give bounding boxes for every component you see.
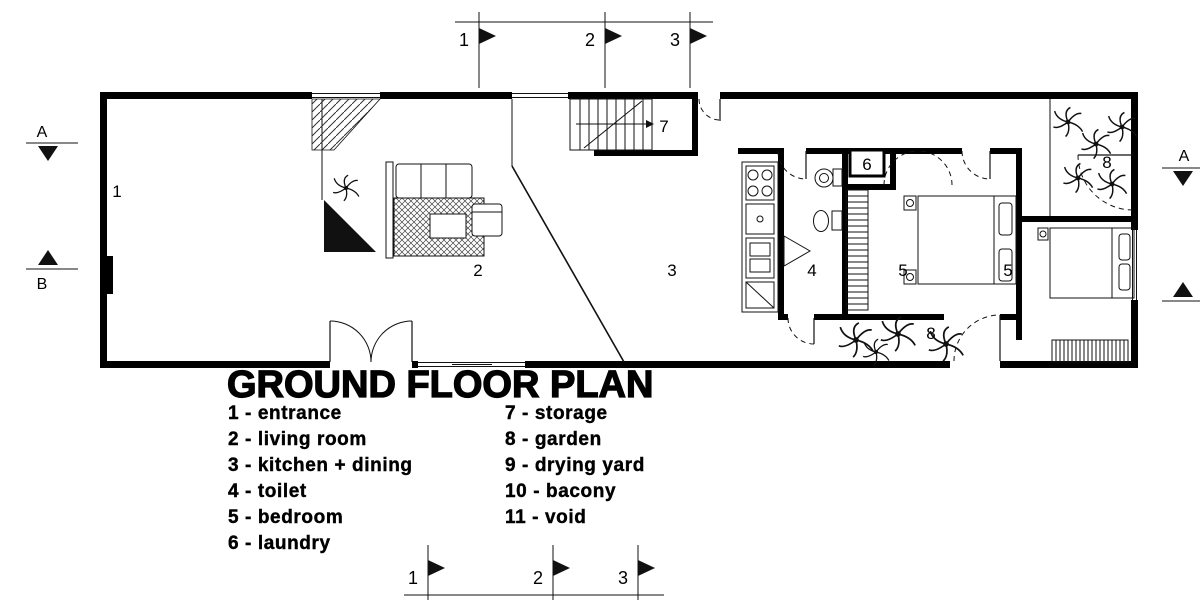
room-label-storage: 7 [659,117,668,136]
windows-and-partitions [312,93,1137,367]
door-leaves [329,99,1133,362]
toilet-fixtures [783,168,843,267]
room-label-garden-top: 8 [1102,153,1111,172]
laundry-number-box [848,148,886,178]
legend-item-entrance: 1 - entrance [228,403,342,424]
section-flag-icon [553,560,570,576]
section-arrow-icon [1173,282,1193,297]
section-marker-bottom-2: 2 [533,568,543,588]
plant-icon [332,174,360,202]
section-flag-icon [638,560,655,576]
section-arrow-icon [38,250,58,265]
section-markers-left: A B [26,124,78,293]
section-marker-top-3: 3 [670,30,680,50]
interior-walls [594,99,1138,340]
legend-right-column: 7 - storage 8 - garden 9 - drying yard 1… [505,401,645,531]
section-marker-right-a: A [1179,148,1190,165]
legend-item-void: 11 - void [505,507,587,528]
legend-item-toilet: 4 - toilet [228,481,307,502]
section-marker-top-2: 2 [585,30,595,50]
plant-icon [1062,162,1094,194]
bed-1 [903,195,1017,285]
room-label-garden-bottom: 8 [926,324,935,343]
section-markers-bottom: 1 2 3 [404,545,664,600]
legend-item-living-room: 2 - living room [228,429,367,450]
section-flag-icon [479,28,496,44]
hatched-void-area [311,98,381,151]
section-marker-top-1: 1 [459,30,469,50]
outer-walls [100,92,1138,368]
room-label-living-room: 2 [473,261,482,280]
legend-item-kitchen-dining: 3 - kitchen + dining [228,455,413,476]
kitchen-counter [741,161,779,313]
entrance-triangle [324,200,376,252]
section-marker-left-a: A [37,124,48,141]
sofa-set [395,163,503,239]
room-label-laundry: 6 [862,155,871,174]
legend-item-storage: 7 - storage [505,403,608,424]
section-marker-left-b: B [37,276,48,293]
section-arrow-icon [38,146,58,161]
plant-icon [1096,168,1128,200]
plan-title: GROUND FLOOR PLAN [226,363,654,406]
section-marker-bottom-3: 3 [618,568,628,588]
plant-icon [879,316,917,352]
drying-yard-grate [1051,339,1129,363]
bed-2 [1037,227,1135,299]
legend-item-garden: 8 - garden [505,429,602,450]
section-marker-bottom-1: 1 [408,568,418,588]
section-arrow-icon [1173,171,1193,186]
ladder-stair [845,189,869,311]
section-markers-right: A [1162,148,1200,302]
legend-item-laundry: 6 - laundry [228,533,331,554]
door-swing-arcs [698,98,1134,362]
room-label-kitchen-dining: 3 [667,261,676,280]
section-flag-icon [605,28,622,44]
section-flag-icon [428,560,445,576]
room-label-toilet: 4 [807,261,816,280]
room-label-bedroom-2: 5 [1003,261,1012,280]
entrance-double-door-arcs [329,320,413,363]
legend-item-bedroom: 5 - bedroom [228,507,344,528]
room-label-bedroom-1: 5 [898,261,907,280]
section-markers-top: 1 2 3 [455,12,713,88]
legend-item-drying-yard: 9 - drying yard [505,455,645,476]
section-flag-icon [690,28,707,44]
plant-icon [837,322,875,358]
room-labels: 1 2 3 4 5 5 6 7 8 8 [112,117,1111,343]
room-label-entrance: 1 [112,182,121,201]
staircase [569,98,654,151]
legend-left-column: 1 - entrance 2 - living room 3 - kitchen… [228,401,413,557]
plant-icon [1052,106,1084,138]
legend-item-bacony: 10 - bacony [505,481,617,502]
